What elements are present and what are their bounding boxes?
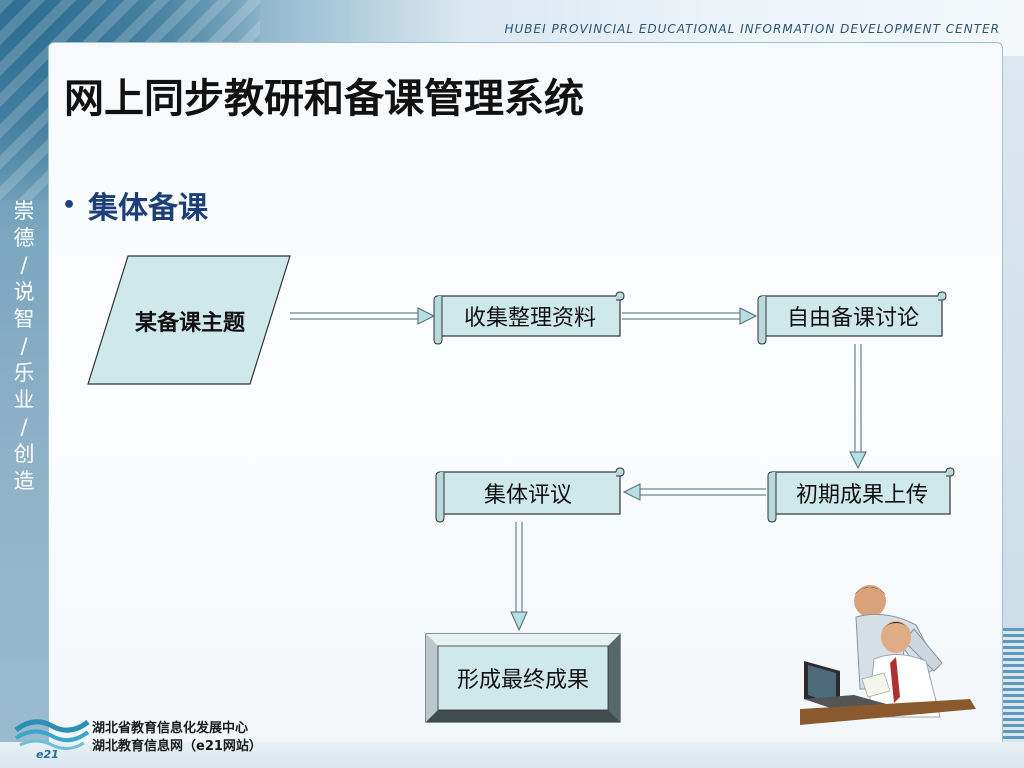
result-bevel-box <box>425 633 621 723</box>
footer-organization: 湖北省教育信息化发展中心 湖北教育信息网（e21网站） <box>92 720 262 756</box>
upload-label: 初期成果上传 <box>795 483 928 508</box>
scroll-shape-upload <box>767 467 955 523</box>
bullet-item: • 集体备课 <box>62 183 208 227</box>
collect-label: 收集整理资料 <box>463 306 596 331</box>
arrow-discuss-to-upload <box>849 344 867 470</box>
motto-char: 乐 <box>13 361 35 385</box>
scroll-shape-collect <box>433 291 625 345</box>
discuss-label: 自由备课讨论 <box>786 306 919 331</box>
bullet-text: 集体备课 <box>88 191 209 226</box>
e21-wave-logo-icon: e21 <box>14 719 90 760</box>
motto-char: 造 <box>13 469 35 493</box>
motto-char: 崇 <box>13 199 35 223</box>
people-at-laptop-illustration-icon <box>800 585 976 725</box>
arrow-collect-to-discuss <box>622 307 758 325</box>
motto-char: 德 <box>13 226 35 250</box>
right-stripes-decoration <box>1000 628 1024 748</box>
bottom-band <box>0 742 1024 768</box>
arrow-topic-to-collect <box>290 307 436 325</box>
motto-char: 智 <box>13 307 35 331</box>
motto-char: / <box>20 415 28 439</box>
slide-content-panel <box>48 42 1003 744</box>
org-name-header: HUBEI PROVINCIAL EDUCATIONAL INFORMATION… <box>504 22 1000 36</box>
right-edge-band <box>1002 56 1024 768</box>
motto-char: 创 <box>13 442 35 466</box>
bullet-dot-icon: • <box>62 193 77 218</box>
arrow-upload-to-review <box>622 483 766 501</box>
scroll-shape-discuss <box>757 291 947 345</box>
arrow-review-to-result <box>510 522 528 632</box>
motto-char: 业 <box>13 388 35 412</box>
topic-label: 某备课主题 <box>134 310 245 336</box>
review-label: 集体评议 <box>483 483 572 508</box>
result-label: 形成最终成果 <box>456 668 589 693</box>
logo-text: e21 <box>36 748 59 760</box>
motto-char: 说 <box>13 280 35 304</box>
page-title: 网上同步教研和备课管理系统 <box>64 76 584 122</box>
footer-line-2: 湖北教育信息网（e21网站） <box>92 739 262 754</box>
topic-parallelogram <box>87 255 291 385</box>
motto-char: / <box>20 253 28 277</box>
footer-line-1: 湖北省教育信息化发展中心 <box>92 721 249 736</box>
motto-char: / <box>20 334 28 358</box>
scroll-shape-review <box>435 467 625 523</box>
sidebar-motto: 崇 德 / 说 智 / 乐 业 / 创 造 <box>6 198 42 495</box>
